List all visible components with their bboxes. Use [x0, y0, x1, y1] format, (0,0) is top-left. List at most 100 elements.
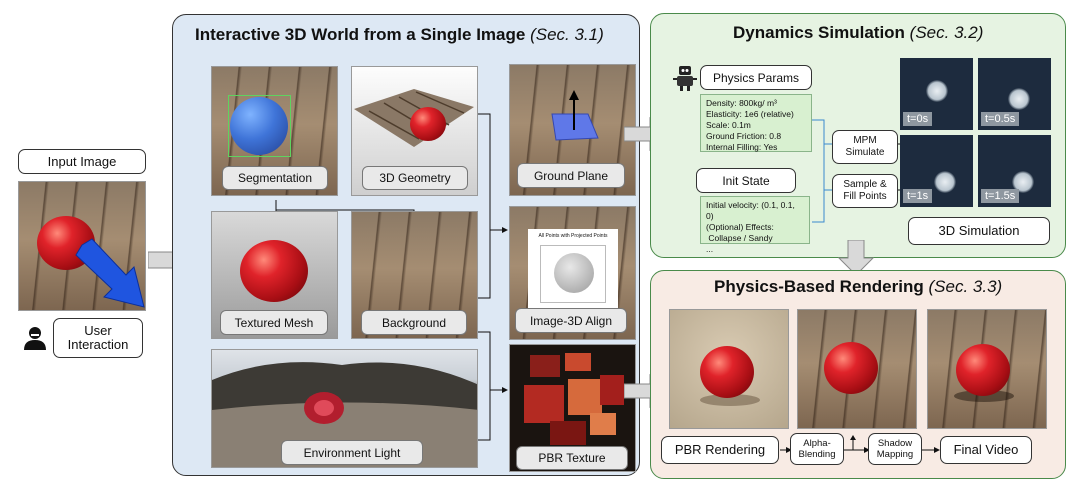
sim-blob-1: [1008, 88, 1030, 110]
sample-line1: Sample &: [843, 179, 887, 190]
interaction-arrow-icon: [75, 238, 145, 308]
render-blend-image: [797, 309, 917, 429]
sec31-ref: (Sec. 3.1): [530, 25, 604, 44]
align-plot-box: [540, 245, 606, 303]
render-final-shadow: [954, 390, 1014, 402]
align-plot-title: All Points with Projected Points: [538, 233, 608, 239]
pbr-texture-label: PBR Texture: [516, 446, 628, 470]
ground-plane-label-text: Ground Plane: [533, 168, 609, 183]
textured-apple: [240, 240, 308, 302]
param-line-friction: Ground Friction: 0.8: [706, 131, 782, 141]
ground-plane-label: Ground Plane: [517, 163, 625, 188]
sec33-title-text: Physics-Based Rendering: [714, 277, 924, 296]
image-align-label: Image-3D Align: [515, 308, 627, 333]
user-icon: [24, 327, 46, 350]
environment-light-label: Environment Light: [281, 440, 423, 465]
background-label: Background: [361, 310, 467, 335]
physics-params-label: Physics Params: [700, 65, 812, 90]
init-line-more: ...: [706, 244, 714, 254]
physics-params-text: Physics Params: [712, 70, 800, 85]
final-video-label: Final Video: [940, 436, 1032, 464]
sec33-ref: (Sec. 3.3): [928, 277, 1003, 296]
segmentation-label-text: Segmentation: [237, 171, 313, 185]
env-panorama: [212, 362, 477, 467]
sim-label-2: t=1s: [903, 189, 933, 203]
geometry-apple: [410, 107, 446, 141]
init-line-collapse: Collapse / Sandy: [706, 233, 773, 243]
sim-connectors: [812, 119, 904, 223]
param-line-elasticity: Elasticity: 1e6 (relative): [706, 109, 794, 119]
input-image-label: Input Image: [18, 149, 146, 174]
sec32-ref: (Sec. 3.2): [909, 23, 984, 42]
shadow-mapping-label: Shadow Mapping: [868, 433, 922, 465]
render-final-image: [927, 309, 1047, 429]
mpm-line2: Simulate: [845, 147, 885, 158]
sim-frame-0: t=0s: [900, 58, 973, 130]
environment-light-label-text: Environment Light: [303, 445, 401, 460]
geometry-label: 3D Geometry: [362, 166, 468, 190]
sim-blob-2: [934, 171, 956, 193]
alpha-line1: Alpha-: [803, 438, 831, 449]
render-blend-apple: [824, 342, 878, 394]
sec31-title: Interactive 3D World from a Single Image…: [195, 25, 604, 45]
shadow-line2: Mapping: [876, 449, 914, 460]
input-image-label-text: Input Image: [47, 153, 117, 169]
init-line-effects: (Optional) Effects:: [706, 222, 774, 232]
render-pbr-shadow: [700, 394, 760, 406]
render-pbr-image: [669, 309, 789, 429]
sec32-title-text: Dynamics Simulation: [733, 23, 905, 42]
init-state-box: Initial velocity: (0.1, 0.1, 0) (Optiona…: [700, 196, 810, 254]
render-pbr-apple: [700, 346, 754, 398]
pbr-rendering-text: PBR Rendering: [674, 442, 766, 457]
param-line-density: Density: 800kg/ m³: [706, 98, 777, 108]
sim-3d-label-text: 3D Simulation: [938, 223, 1020, 238]
segmentation-mask: [230, 97, 288, 155]
mpm-simulate-label: MPM Simulate: [832, 130, 898, 164]
sim-frame-1: t=0.5s: [978, 58, 1051, 130]
background-label-text: Background: [381, 315, 447, 330]
user-interaction-line1: User: [84, 323, 112, 338]
align-plot: All Points with Projected Points: [528, 229, 618, 313]
init-state-text: Init State: [722, 173, 770, 188]
param-line-scale: Scale: 0.1m: [706, 120, 751, 130]
sim-blob-0: [926, 80, 948, 102]
render-pipeline-arrows: [780, 435, 940, 453]
geometry-label-text: 3D Geometry: [379, 171, 451, 185]
sec32-title: Dynamics Simulation (Sec. 3.2): [733, 23, 983, 43]
sim-label-1: t=0.5s: [981, 112, 1020, 126]
segmentation-bbox: [228, 95, 291, 157]
mpm-line1: MPM: [853, 135, 877, 146]
sim-frame-2: t=1s: [900, 135, 973, 207]
sample-fill-label: Sample & Fill Points: [832, 174, 898, 208]
shadow-line1: Shadow: [877, 438, 913, 449]
alpha-line2: Blending: [798, 449, 836, 460]
textured-mesh-label: Textured Mesh: [220, 310, 328, 335]
sec33-title: Physics-Based Rendering (Sec. 3.3): [714, 277, 1002, 297]
pbr-rendering-label: PBR Rendering: [661, 436, 779, 464]
physics-params-box: Density: 800kg/ m³ Elasticity: 1e6 (rela…: [700, 94, 812, 152]
ground-plane-mesh: [551, 90, 599, 141]
sec31-title-text: Interactive 3D World from a Single Image: [195, 25, 526, 44]
sample-line2: Fill Points: [843, 191, 887, 202]
sim-label-3: t=1.5s: [981, 189, 1020, 203]
render-final-apple: [956, 344, 1010, 396]
robot-icon: [673, 66, 697, 91]
input-image: [18, 181, 146, 311]
sim-blob-3: [1012, 171, 1034, 193]
init-state-label: Init State: [696, 168, 796, 193]
flow-arrow-down: [838, 240, 874, 276]
pbr-texture-label-text: PBR Texture: [538, 451, 606, 465]
textured-mesh-label-text: Textured Mesh: [234, 315, 314, 330]
align-plot-sphere: [554, 253, 594, 293]
segmentation-label: Segmentation: [222, 166, 328, 190]
user-interaction-label: User Interaction: [53, 318, 143, 358]
param-line-filling: Internal Filling: Yes: [706, 142, 778, 152]
user-interaction-line2: Interaction: [67, 337, 129, 352]
pbr-texture-patches: [524, 353, 624, 445]
sim-3d-label: 3D Simulation: [908, 217, 1050, 245]
sim-frame-3: t=1.5s: [978, 135, 1051, 207]
init-line-velocity: Initial velocity: (0.1, 0.1, 0): [706, 200, 795, 221]
alpha-blending-label: Alpha- Blending: [790, 433, 844, 465]
sim-label-0: t=0s: [903, 112, 933, 126]
image-align-label-text: Image-3D Align: [529, 313, 613, 328]
